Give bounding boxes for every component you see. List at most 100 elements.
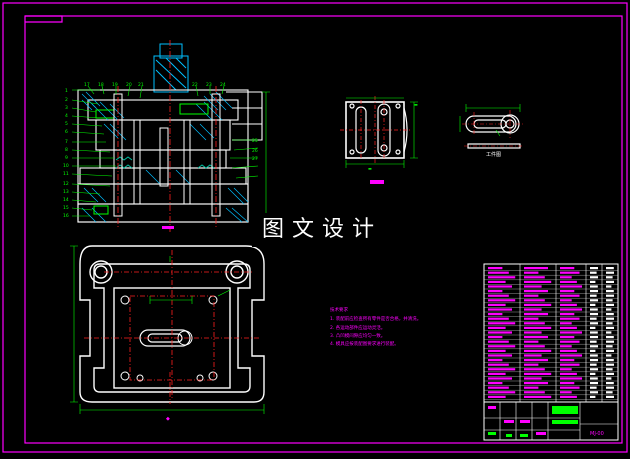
bom-rows [484,267,618,400]
svg-text:20: 20 [126,82,132,88]
bom-cell [524,322,545,325]
bom-cell [590,349,596,352]
bom-cell [560,331,582,334]
bom-cell [488,267,503,270]
bom-cell [524,294,539,297]
bom-cell [590,322,598,325]
bom-cell [524,391,545,394]
note-line: 4. 模具应按装配图要求进行装配。 [330,340,399,347]
bom-cell [590,276,598,279]
bom-cell [606,331,612,334]
svg-text:4: 4 [65,113,68,119]
bom-cell [524,368,545,371]
svg-text:21: 21 [138,82,144,88]
leader-lines-left [71,85,270,223]
bom-cell [606,308,612,311]
bom-cell [488,290,503,293]
bom-cell [488,299,516,302]
bom-cell [488,340,509,343]
bom-cell [590,359,598,362]
bom-cell [560,326,577,329]
bom-cell [560,299,572,302]
bom-cell [560,276,572,279]
bom-cell [560,285,582,288]
bom-cell [524,276,545,279]
front-center-lines [117,40,217,232]
bom-cell [560,308,582,311]
bom-cell [606,276,613,279]
svg-text:19: 19 [112,82,118,88]
svg-text:17: 17 [84,82,90,88]
bom-cell [590,386,597,389]
bom-cell [560,322,572,325]
svg-text:5: 5 [65,121,68,127]
svg-text:▬: ▬ [368,166,372,171]
bom-cell [488,303,506,306]
bom-cell [606,349,614,352]
bom-cell [524,395,552,398]
bom-cell [560,345,572,348]
svg-text:18: 18 [98,82,104,88]
svg-text:13: 13 [63,189,69,195]
hole-circles [120,295,218,382]
bom-cell [590,308,598,311]
bom-cell [488,313,503,316]
svg-text:22: 22 [192,82,198,88]
bom-cell [488,349,506,352]
bom-cell [606,290,614,293]
blank-view-label [370,180,384,184]
bom-cell [524,340,539,343]
bom-cell [560,303,577,306]
bom-cell [590,382,598,385]
bom-cell [524,267,548,270]
die-body [77,89,263,223]
bom-cell [590,280,596,283]
bom-cell [488,391,516,394]
svg-text:▬: ▬ [414,102,418,107]
bom-cell [560,290,575,293]
svg-text:23: 23 [206,82,212,88]
bom-cell [524,313,548,316]
svg-text:9: 9 [65,155,68,161]
bom-cell [590,336,598,339]
bom-cell [524,382,548,385]
bom-cell [524,331,542,334]
bom-cell [524,372,552,375]
svg-text:26: 26 [252,148,258,154]
bom-cell [590,368,598,371]
bom-cell [560,391,572,394]
plan-view: ◆ [70,245,265,422]
bom-cell [606,382,614,385]
bom-cell [488,345,516,348]
bom-cell [488,336,503,339]
svg-text:15: 15 [63,205,69,211]
bom-cell [590,290,598,293]
bom-cell [524,363,539,366]
bom-cell [560,372,577,375]
svg-text:12: 12 [63,181,69,187]
bom-cell [590,317,597,320]
bom-cell [560,349,577,352]
shank [153,43,189,93]
bom-cell [590,313,598,316]
bom-cell [606,386,614,389]
bom-cell [606,359,614,362]
bom-cell [524,299,545,302]
bom-cell [524,354,542,357]
workpiece-view: 工件图 [459,104,524,158]
bom-cell [590,267,598,270]
blank-view: ▬ ▬ [340,96,418,184]
workpiece-caption: 工件图 [486,151,501,158]
bom-cell [590,391,598,394]
bom-cell [606,340,614,343]
bom-cell [560,395,577,398]
svg-text:10: 10 [63,163,69,169]
technical-notes: 技术要求 1. 装配前应检查所有零件是否合格，并清洗。 2. 各运动部件应运动灵… [330,306,421,347]
bom-cell [606,391,613,394]
bom-cell [524,349,552,352]
bom-cell [560,354,582,357]
bom-cell [560,368,572,371]
bom-cell [488,271,509,274]
